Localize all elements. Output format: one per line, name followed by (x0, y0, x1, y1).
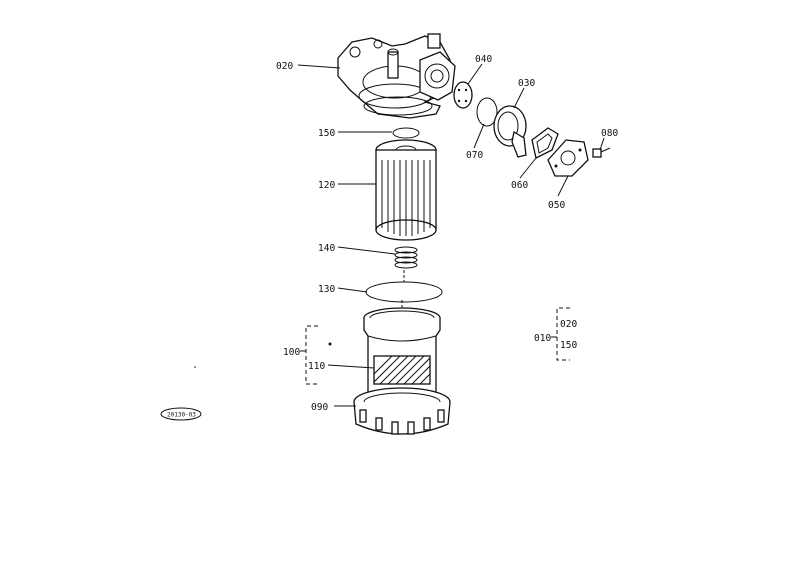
bracket-100 (300, 325, 332, 385)
label-140: 140 (318, 243, 335, 254)
label-100: 100 (283, 347, 300, 358)
label-030: 030 (518, 78, 535, 89)
label-040: 040 (475, 54, 492, 65)
drawing-stamp: 20130-03 (160, 407, 202, 421)
label-120: 120 (318, 180, 335, 191)
label-050: 050 (548, 200, 565, 211)
gasket-060 (531, 127, 559, 159)
label-010-020: 020 (560, 319, 577, 330)
o-ring-130 (365, 270, 443, 303)
filter-head-part (337, 33, 456, 119)
spring-140 (394, 246, 418, 269)
label-070: 070 (466, 150, 483, 161)
o-ring-150 (392, 127, 420, 139)
label-010: 010 (534, 333, 551, 344)
leader-lines (297, 63, 605, 407)
ring-nut-090 (353, 387, 451, 435)
label-080: 080 (601, 128, 618, 139)
label-090: 090 (311, 402, 328, 413)
dot-mark (194, 366, 196, 368)
label-010-150: 150 (560, 340, 577, 351)
bolt-080 (592, 147, 611, 158)
priming-pump-030 (493, 105, 527, 158)
sight-window-110 (373, 355, 431, 385)
gasket-040 (453, 81, 473, 109)
cover-plate-050 (547, 139, 589, 177)
o-ring-070 (476, 97, 498, 127)
label-130: 130 (318, 284, 335, 295)
assembly-bracket-010 (551, 307, 570, 361)
label-150: 150 (318, 128, 335, 139)
stamp-text: 20130-03 (167, 412, 196, 419)
filter-element-120 (375, 139, 437, 241)
label-060: 060 (511, 180, 528, 191)
label-110: 110 (308, 361, 325, 372)
label-020: 020 (276, 61, 293, 72)
